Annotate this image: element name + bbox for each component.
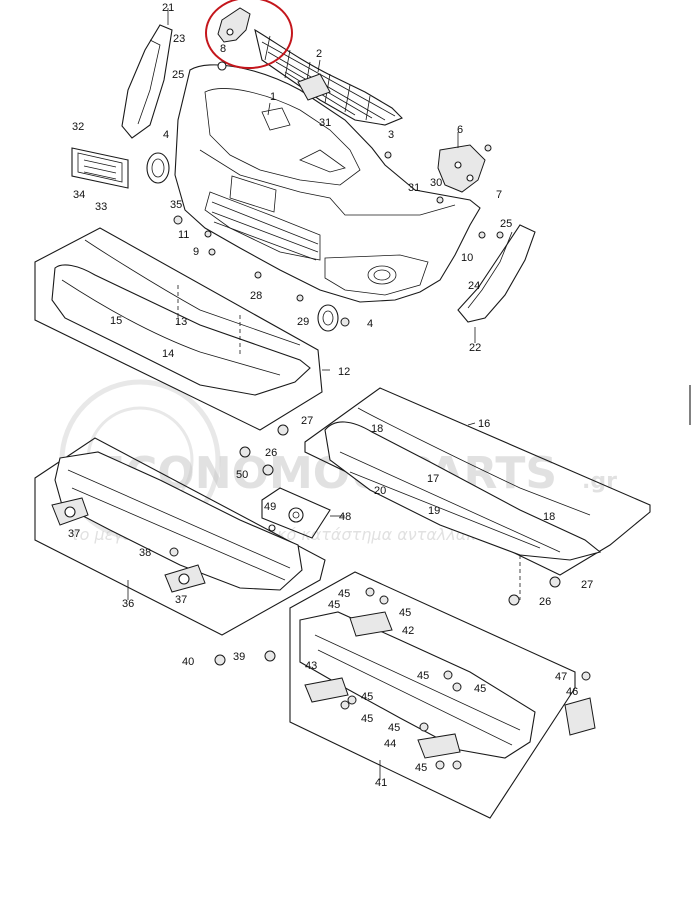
label-30: 30 [430,177,442,189]
label-36: 36 [122,598,134,610]
label-2: 2 [316,48,322,60]
label-18-top: 18 [371,423,383,435]
lower-lip-group-16 [304,387,651,600]
label-40: 40 [182,656,194,668]
label-45-h: 45 [388,722,400,734]
label-45-g: 45 [361,713,373,725]
label-45-e: 45 [474,683,486,695]
label-46: 46 [566,686,578,698]
label-25-left: 25 [172,69,184,81]
license-plate-bracket [71,147,129,189]
label-43: 43 [305,660,317,672]
label-6: 6 [457,124,463,136]
label-47: 47 [555,671,567,683]
label-31-right: 31 [408,182,420,194]
label-1: 1 [270,91,276,103]
label-41: 41 [375,777,387,789]
label-35: 35 [170,199,182,211]
label-37-right: 37 [175,594,187,606]
label-27-right: 27 [581,579,593,591]
label-50: 50 [236,469,248,481]
part-number-labels: 1 2 3 4 4 6 7 8 9 10 11 12 13 14 15 16 1… [68,2,593,789]
label-26-right: 26 [539,596,551,608]
label-49: 49 [264,501,276,513]
label-33: 33 [95,201,107,213]
label-24: 24 [468,280,480,292]
label-45-f: 45 [361,691,373,703]
harness-48 [261,487,331,539]
side-panel-21 [121,24,173,139]
label-27-left: 27 [301,415,313,427]
grille-mesh [254,28,403,126]
label-11: 11 [178,229,189,241]
label-34: 34 [73,189,85,201]
reinforcement-group-12 [34,227,323,431]
label-21: 21 [162,2,174,14]
label-22: 22 [469,342,481,354]
under-cover-group-41 [289,571,596,819]
fog-cover-right [317,304,339,332]
label-9: 9 [193,246,199,258]
label-15: 15 [110,315,122,327]
front-bumper-fascia [174,64,481,303]
label-10: 10 [461,252,473,264]
highlighted-bracket [205,0,293,71]
label-16: 16 [478,418,490,430]
label-38: 38 [139,547,151,559]
side-panel-22 [457,224,536,323]
label-4-left: 4 [163,129,169,141]
leader-lines [127,8,476,780]
side-bracket-6 [437,144,486,193]
crossmember-group-36 [34,437,326,636]
label-8: 8 [220,43,226,55]
label-28: 28 [250,290,262,302]
label-45-a: 45 [338,588,350,600]
label-26-left: 26 [265,447,277,459]
label-20: 20 [374,485,386,497]
label-7: 7 [496,189,502,201]
fasteners [169,144,591,770]
label-45-b: 45 [328,599,340,611]
label-25-right: 25 [500,218,512,230]
label-4-right: 4 [367,318,373,330]
label-3: 3 [388,129,394,141]
label-37-left: 37 [68,528,80,540]
label-32: 32 [72,121,84,133]
label-17: 17 [427,473,439,485]
label-23: 23 [173,33,185,45]
watermark-tld: .gr [582,469,617,494]
label-45-d: 45 [417,670,429,682]
label-42: 42 [402,625,414,637]
fog-cover-left [146,152,170,184]
label-44: 44 [384,738,396,750]
label-12: 12 [338,366,350,378]
label-19: 19 [428,505,440,517]
label-31-top: 31 [319,117,331,129]
label-39: 39 [233,651,245,663]
label-13: 13 [175,316,187,328]
label-14: 14 [162,348,174,360]
label-18-bottom: 18 [543,511,555,523]
label-29: 29 [297,316,309,328]
label-48: 48 [339,511,351,523]
highlight-circle [205,0,293,69]
label-45-c: 45 [399,607,411,619]
label-45-i: 45 [415,762,427,774]
